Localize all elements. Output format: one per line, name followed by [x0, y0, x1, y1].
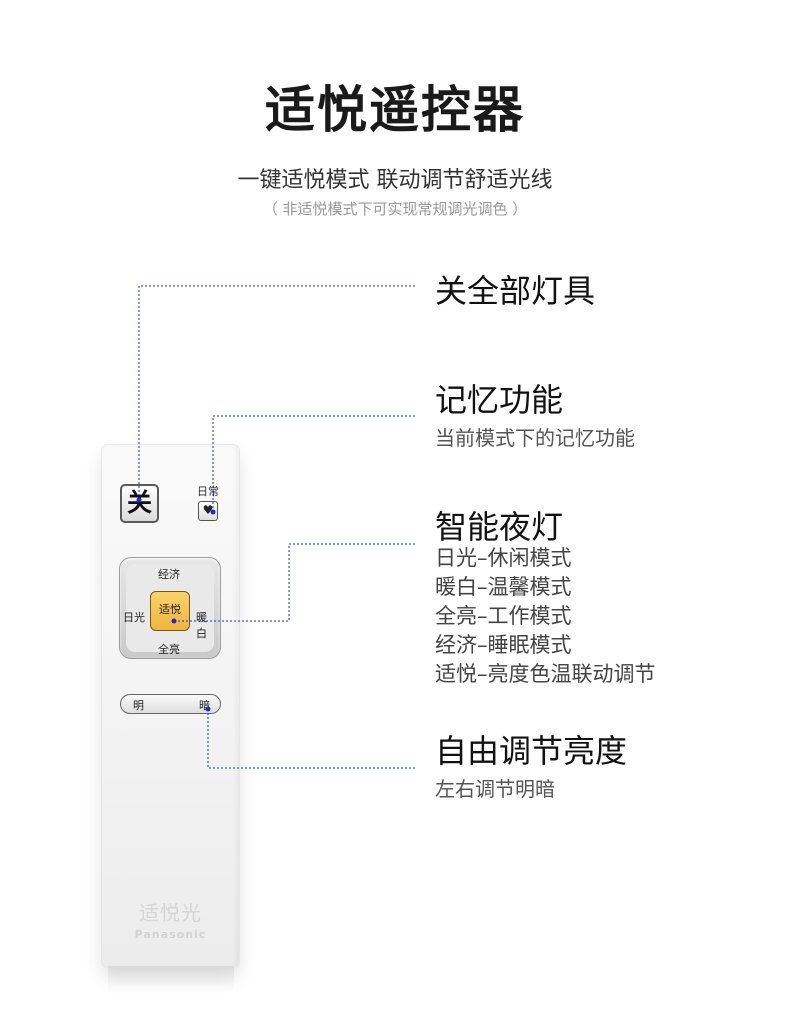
feature-night-title: 智能夜灯 [435, 508, 564, 546]
feature-brightness-title: 自由调节亮度 [435, 732, 628, 770]
dpad-daylight-button[interactable]: 日光 [123, 611, 145, 624]
page-note: （ 非适悦模式下可实现常规调光调色 ） [262, 200, 528, 218]
brand-logo-cn: 适悦光 [139, 901, 202, 925]
leader-dot-memory [210, 509, 216, 515]
page-subtitle: 一键适悦模式 联动调节舒适光线 [237, 168, 553, 193]
remote-shadow [108, 966, 234, 994]
mode-dpad: 经济 日光 暖白 全亮 适悦 [119, 557, 221, 659]
list-item: 日光–休闲模式 [435, 546, 572, 570]
leader-dot-night [171, 618, 177, 624]
dpad-economy-button[interactable]: 经济 [158, 568, 180, 581]
comfort-button[interactable]: 适悦 [150, 591, 190, 631]
dpad-warm-button[interactable]: 暖白 [196, 611, 207, 640]
feature-memory-title: 记忆功能 [435, 381, 564, 419]
brightness-slider[interactable]: 明 暗 [120, 694, 221, 714]
slider-dark-label: 暗 [199, 699, 210, 712]
page-title: 适悦遥控器 [265, 81, 525, 139]
list-item: 适悦–亮度色温联动调节 [435, 662, 656, 686]
leader-line-night [174, 543, 415, 622]
remote-control: 关 日常 ♥ 经济 日光 暖白 全亮 适悦 明 暗 适悦光 Panasonic [102, 445, 239, 967]
brand-logo-en: Panasonic [134, 928, 207, 941]
leader-line-off [138, 285, 415, 500]
list-item: 经济–睡眠模式 [435, 633, 572, 657]
feature-memory-desc: 当前模式下的记忆功能 [435, 426, 635, 450]
leader-dot-off [136, 497, 142, 503]
slider-bright-label: 明 [133, 699, 144, 712]
feature-off-all-title: 关全部灯具 [435, 272, 596, 310]
heart-icon: ♥ [202, 503, 214, 517]
leader-line-brightness [207, 709, 415, 769]
feature-brightness-desc: 左右调节明暗 [435, 777, 555, 801]
leader-line-memory [212, 415, 415, 512]
list-item: 暖白–温馨模式 [435, 575, 572, 599]
leader-dot-brightness [205, 706, 211, 712]
dpad-face: 经济 日光 暖白 全亮 适悦 [123, 564, 214, 656]
list-item: 全亮–工作模式 [435, 604, 572, 628]
dpad-full-bright-button[interactable]: 全亮 [158, 643, 180, 656]
feature-night-list: 日光–休闲模式 暖白–温馨模式 全亮–工作模式 经济–睡眠模式 适悦–亮度色温联… [435, 544, 656, 689]
